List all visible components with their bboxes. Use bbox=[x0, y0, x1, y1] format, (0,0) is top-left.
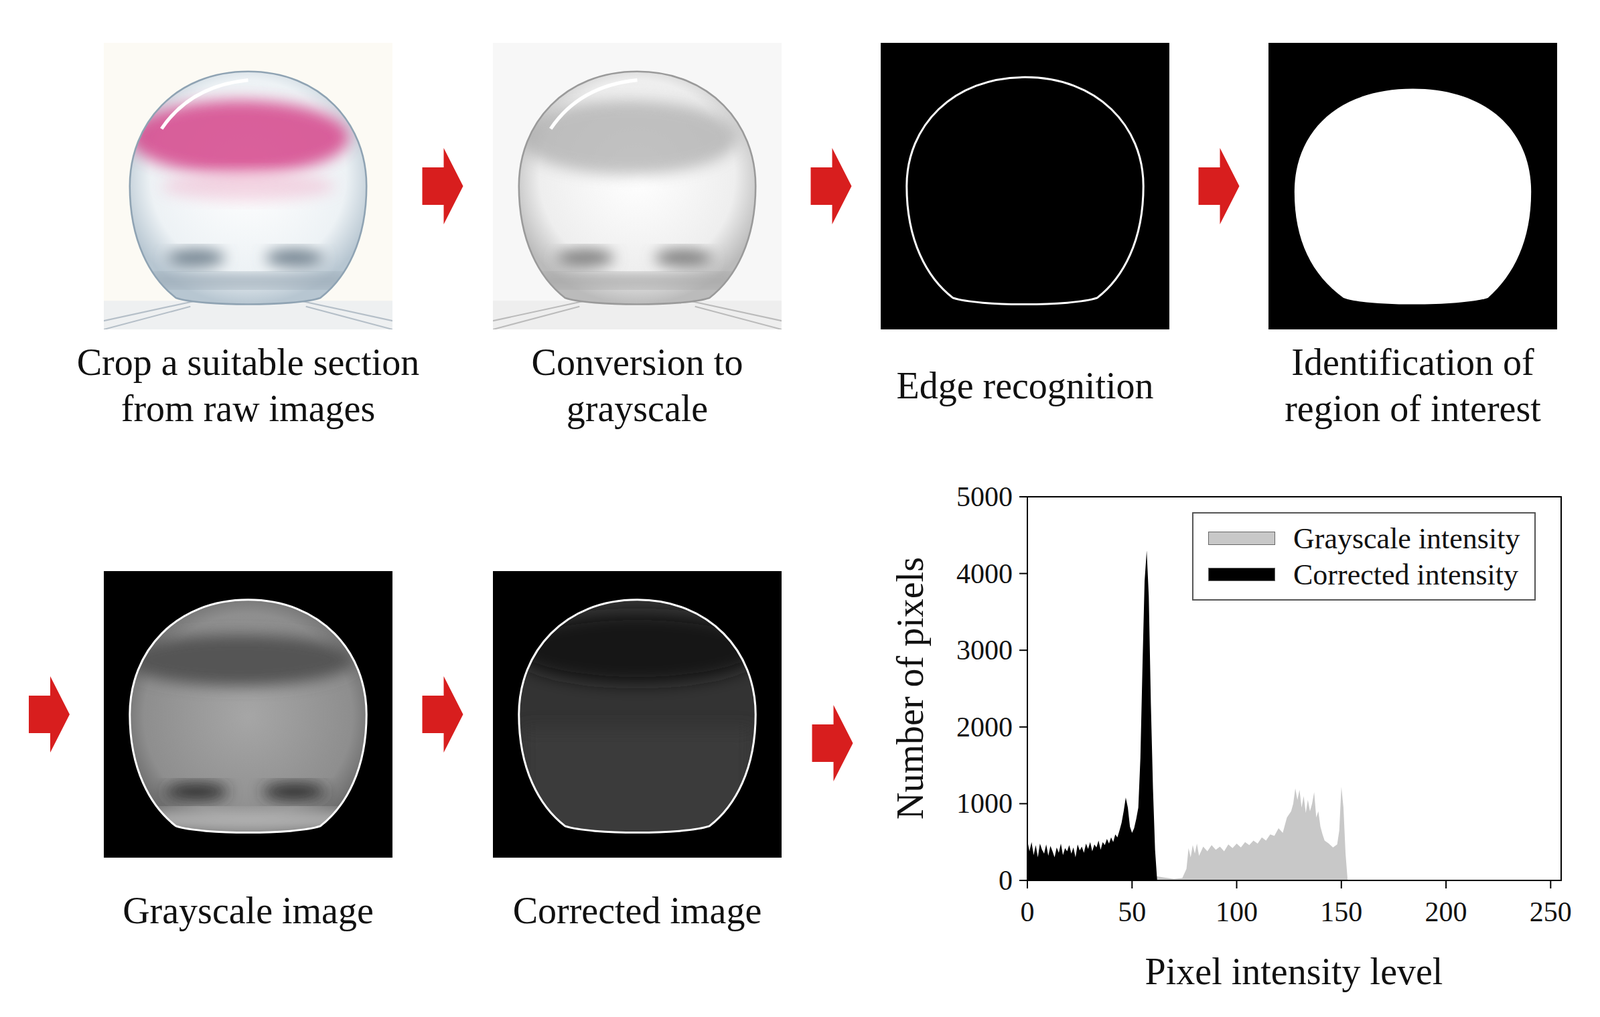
step-caption-box: Corrected image bbox=[450, 887, 826, 935]
step-caption-box: Edge recognition bbox=[837, 338, 1213, 433]
tick-label: 0 bbox=[998, 863, 1013, 898]
process-step: Corrected image bbox=[450, 571, 826, 935]
plot-frame bbox=[1027, 496, 1562, 881]
step-caption-box: Grayscale image bbox=[60, 887, 436, 935]
step-caption: Conversion to grayscale bbox=[496, 339, 779, 432]
process-step: Identification of region of interest bbox=[1262, 42, 1564, 433]
tick-label: 1000 bbox=[956, 786, 1013, 821]
chart-legend: Grayscale intensityCorrected intensity bbox=[1192, 512, 1536, 601]
block-arrow bbox=[422, 676, 464, 753]
block-arrow bbox=[812, 705, 854, 782]
block-arrow bbox=[811, 148, 852, 225]
step-caption: Corrected image bbox=[513, 888, 763, 935]
process-step: Edge recognition bbox=[837, 42, 1213, 433]
step-caption-box: Conversion to grayscale bbox=[496, 338, 779, 433]
roi-mask-image bbox=[1268, 42, 1558, 330]
legend-swatch bbox=[1208, 567, 1276, 582]
legend-swatch bbox=[1208, 531, 1276, 546]
legend-row: Grayscale intensity bbox=[1208, 520, 1520, 557]
corrected-histogram bbox=[1027, 550, 1158, 881]
step-caption: Crop a suitable section from raw images bbox=[60, 339, 436, 432]
image-panel bbox=[1268, 42, 1558, 330]
tick-label: 0 bbox=[1020, 895, 1035, 929]
block-arrow bbox=[422, 148, 464, 225]
process-step: Grayscale image bbox=[60, 571, 436, 935]
block-arrow bbox=[28, 676, 70, 753]
corrected-masked-image bbox=[492, 571, 782, 858]
step-caption: Identification of region of interest bbox=[1262, 339, 1564, 432]
image-panel bbox=[880, 42, 1170, 330]
axis-ticks bbox=[1019, 496, 1551, 889]
tick-label: 5000 bbox=[956, 480, 1013, 514]
tick-label: 250 bbox=[1529, 895, 1572, 929]
edge-outline-image bbox=[880, 42, 1170, 330]
grayscale-masked-image bbox=[103, 571, 393, 858]
image-panel bbox=[103, 42, 393, 330]
tick-label: 200 bbox=[1425, 895, 1468, 929]
raw-droplet-image bbox=[103, 42, 393, 330]
tick-label: 3000 bbox=[956, 633, 1013, 668]
axis-title: Pixel intensity level bbox=[1145, 949, 1444, 995]
legend-text: Grayscale intensity bbox=[1293, 521, 1520, 556]
step-caption-box: Identification of region of interest bbox=[1262, 338, 1564, 433]
legend-text: Corrected intensity bbox=[1293, 557, 1519, 593]
process-step: Crop a suitable section from raw images bbox=[60, 42, 436, 433]
image-panel bbox=[492, 42, 782, 330]
image-panel bbox=[492, 571, 782, 858]
step-caption-box: Crop a suitable section from raw images bbox=[60, 338, 436, 433]
tick-label: 150 bbox=[1320, 895, 1363, 929]
tick-label: 4000 bbox=[956, 556, 1013, 591]
legend-row: Corrected intensity bbox=[1208, 556, 1520, 593]
block-arrow bbox=[1198, 148, 1240, 225]
tick-label: 2000 bbox=[956, 710, 1013, 745]
process-step: Conversion to grayscale bbox=[496, 42, 779, 433]
axis-title: Number of pixels bbox=[888, 557, 933, 820]
image-panel bbox=[103, 571, 393, 858]
step-caption: Grayscale image bbox=[122, 888, 374, 935]
grayscale-droplet-image bbox=[492, 42, 782, 330]
step-caption: Edge recognition bbox=[896, 362, 1154, 410]
tick-label: 50 bbox=[1117, 895, 1146, 929]
tick-label: 100 bbox=[1215, 895, 1258, 929]
